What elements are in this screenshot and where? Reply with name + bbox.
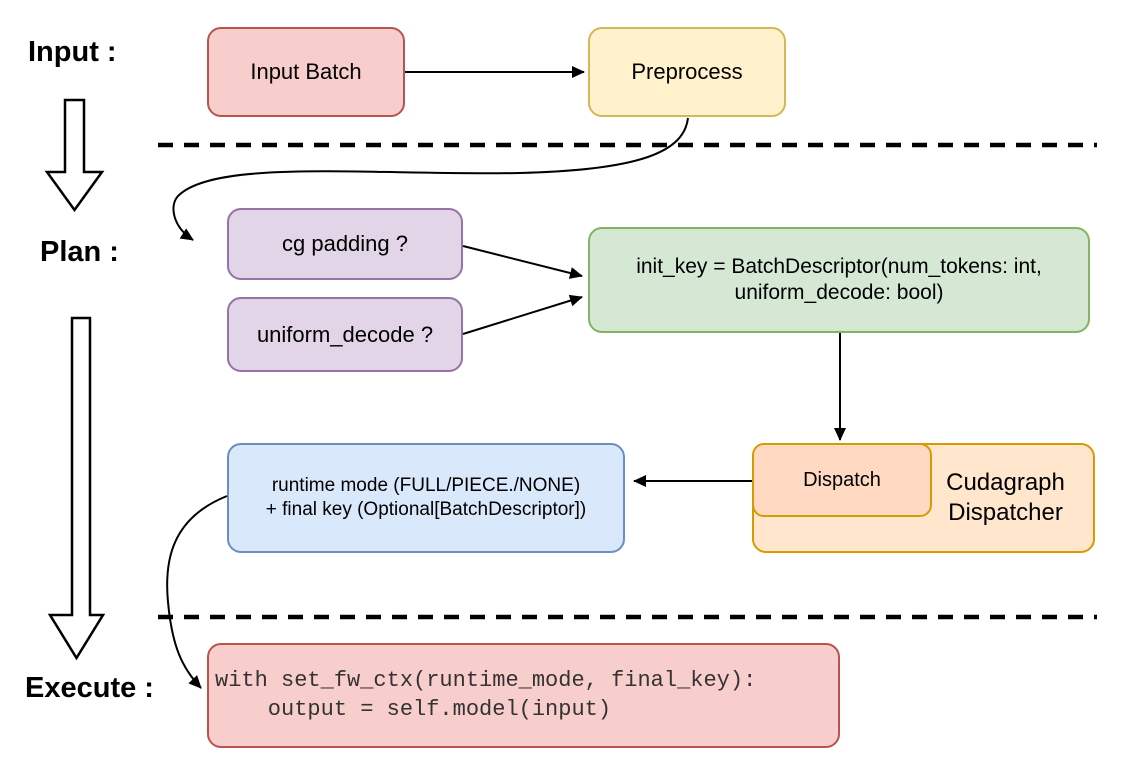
node-input-batch-label: Input Batch	[250, 59, 362, 85]
section-label-execute: Execute :	[25, 672, 154, 704]
node-runtime-mode: runtime mode (FULL/PIECE./NONE) + final …	[227, 443, 625, 553]
node-execute-code: with set_fw_ctx(runtime_mode, final_key)…	[207, 643, 840, 748]
node-input-batch: Input Batch	[207, 27, 405, 117]
plan-section-down-arrow-icon	[47, 316, 106, 661]
input-section-down-arrow-icon	[44, 98, 105, 213]
node-dispatch: Dispatch	[752, 443, 932, 517]
node-preprocess-label: Preprocess	[631, 59, 743, 85]
node-cg-padding: cg padding ?	[227, 208, 463, 280]
node-cudagraph-dispatcher-line2: Dispatcher	[948, 499, 1063, 526]
node-init-key-line1: init_key = BatchDescriptor(num_tokens: i…	[636, 254, 1042, 278]
node-execute-code-line2: output = self.model(input)	[215, 696, 612, 722]
section-label-plan: Plan :	[40, 236, 119, 268]
section-label-input: Input :	[28, 36, 117, 68]
node-init-key-line2: uniform_decode: bool)	[734, 281, 944, 304]
arrow-cg-padding-to-init-key	[462, 245, 583, 279]
node-uniform-decode-label: uniform_decode ?	[256, 321, 434, 347]
node-execute-code-line1: with set_fw_ctx(runtime_mode, final_key)…	[215, 667, 757, 693]
node-cg-padding-label: cg padding ?	[282, 231, 408, 257]
node-cudagraph-dispatcher-line1: Cudagraph	[946, 469, 1065, 496]
arrow-uniform-decode-to-init-key	[462, 294, 583, 335]
node-uniform-decode: uniform_decode ?	[227, 297, 463, 372]
node-dispatch-label: Dispatch	[803, 468, 881, 491]
node-runtime-mode-line2: + final key (Optional[BatchDescriptor])	[265, 499, 587, 520]
node-init-key: init_key = BatchDescriptor(num_tokens: i…	[588, 227, 1090, 333]
node-cudagraph-dispatcher-label: Cudagraph Dispatcher	[918, 468, 1093, 528]
node-preprocess: Preprocess	[588, 27, 786, 117]
node-runtime-mode-line1: runtime mode (FULL/PIECE./NONE)	[271, 475, 581, 497]
